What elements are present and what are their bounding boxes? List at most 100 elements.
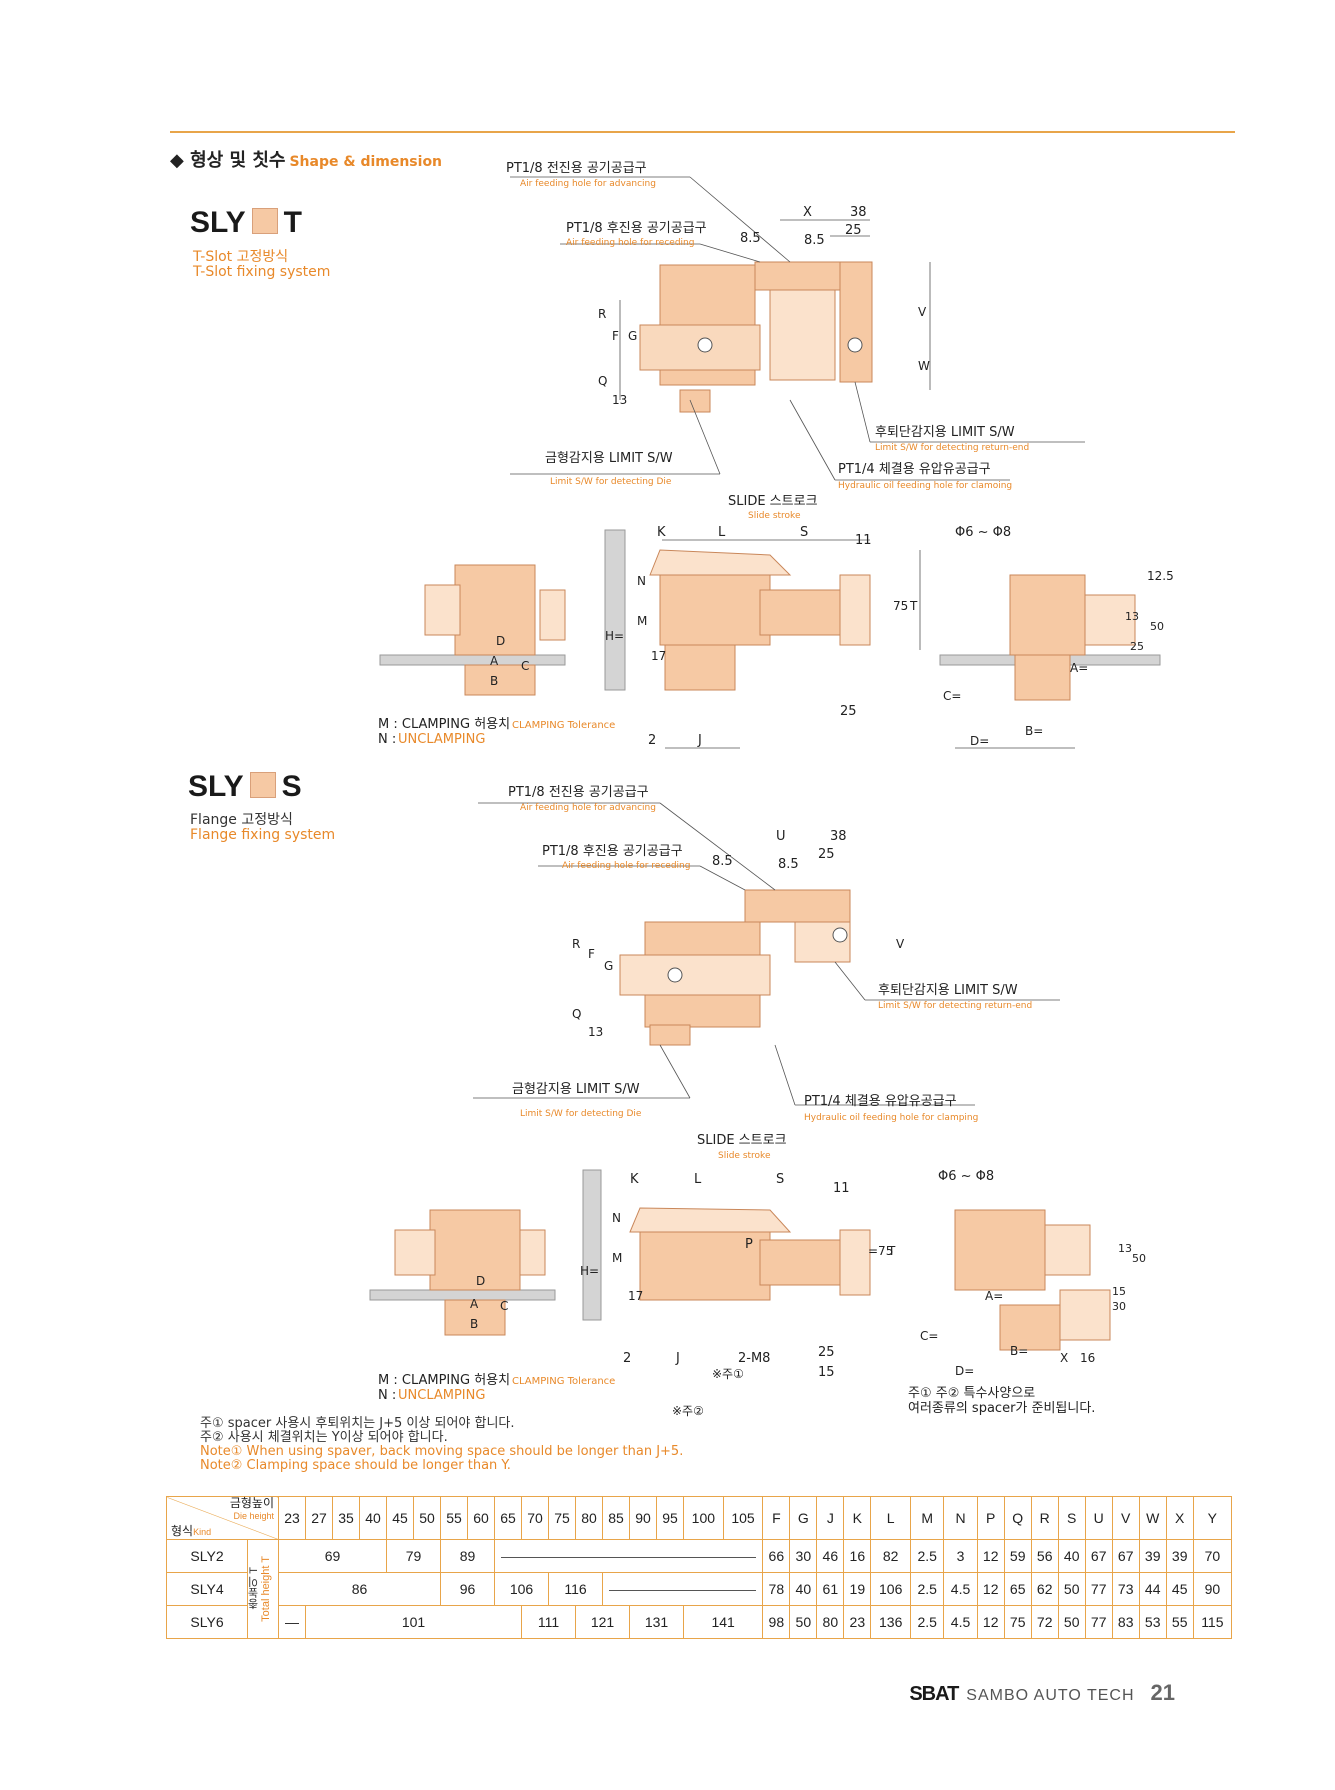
dim-header: R xyxy=(1030,1496,1059,1540)
dim-b-eq: B= xyxy=(1025,724,1043,738)
total-height-cell: 111 xyxy=(521,1605,576,1639)
callout-slide-ko: SLIDE 스트로크 xyxy=(728,494,818,509)
callout-adv-en: Air feeding hole for advancing xyxy=(520,179,656,189)
model-t-label-ko: T-Slot 고정방식 xyxy=(193,249,289,265)
drawing-t-top-leaders xyxy=(510,176,1085,481)
dim-m: M xyxy=(637,614,647,628)
dim-25d: 25 xyxy=(1130,640,1144,653)
callout-hyd-en: Hydraulic oil feeding hole for clamoing xyxy=(838,481,1012,491)
dim-cell: 61 xyxy=(816,1572,845,1606)
square-icon xyxy=(251,208,278,234)
die-height-header: 75 xyxy=(548,1496,576,1540)
s-dim-x: X xyxy=(1060,1351,1068,1365)
total-height-cell: 131 xyxy=(629,1605,684,1639)
dim-8-5: 8.5 xyxy=(740,231,761,246)
dim-header: U xyxy=(1084,1496,1113,1540)
s-dim-s: S xyxy=(776,1172,784,1187)
die-height-header: 70 xyxy=(521,1496,549,1540)
drawing-s-left xyxy=(369,1209,556,1336)
dim-header: F xyxy=(762,1496,791,1540)
dim-cell: 136 xyxy=(870,1605,912,1639)
drawing-t-mid xyxy=(604,529,871,691)
dim-header: N xyxy=(943,1496,978,1540)
s-legend-n: N : xyxy=(378,1388,396,1403)
dim-cell: 19 xyxy=(843,1572,872,1606)
legend-m: M : CLAMPING 허용치 xyxy=(378,717,510,732)
s-dim-25c: 25 xyxy=(818,1345,835,1360)
s-callout-hyd-en: Hydraulic oil feeding hole for clamping xyxy=(804,1113,978,1123)
die-height-header: 55 xyxy=(440,1496,468,1540)
dim-cell: 77 xyxy=(1084,1572,1113,1606)
s-dim-phi: Φ6 ~ Φ8 xyxy=(938,1169,994,1184)
s-dim-50: 50 xyxy=(1132,1252,1146,1265)
dim-cell: 53 xyxy=(1138,1605,1167,1639)
dim-d: D xyxy=(496,634,505,648)
total-height-cell: 106 xyxy=(494,1572,549,1606)
dim-13b: 13 xyxy=(1125,610,1139,623)
die-height-header: 27 xyxy=(305,1496,333,1540)
s-dim-eq75: =75 xyxy=(868,1244,893,1258)
dim-cell: 39 xyxy=(1165,1539,1194,1573)
s-callout-hyd-ko: PT1/4 체결용 유압유공급구 xyxy=(804,1094,957,1109)
dim-cell: 62 xyxy=(1030,1572,1059,1606)
dim-cell: 50 xyxy=(789,1605,818,1639)
dim-cell: 115 xyxy=(1192,1605,1233,1639)
s-dim-11: 11 xyxy=(833,1181,850,1196)
dim-cell: 98 xyxy=(762,1605,791,1639)
dim-cell: 75 xyxy=(1003,1605,1032,1639)
model-t-label-en: T-Slot fixing system xyxy=(193,264,331,280)
dim-cell: 78 xyxy=(762,1572,791,1606)
s-dim-16: 16 xyxy=(1080,1351,1095,1365)
drawing-s-right xyxy=(954,1209,1111,1351)
dim-8-5b: 8.5 xyxy=(804,233,825,248)
die-height-header: 60 xyxy=(467,1496,495,1540)
s-legend-m: M : CLAMPING 허용치 xyxy=(378,1373,510,1388)
dim-a-eq: A= xyxy=(1070,661,1088,675)
die-height-header: 100 xyxy=(683,1496,724,1540)
s-dim-v: V xyxy=(896,937,905,951)
dim-2: 2 xyxy=(648,733,656,748)
dim-phi: Φ6 ~ Φ8 xyxy=(955,525,1011,540)
callout-die-ko: 금형감지용 LIMIT S/W xyxy=(545,451,673,466)
callout-ret-ko: 후퇴단감지용 LIMIT S/W xyxy=(875,425,1015,440)
dim-header: V xyxy=(1111,1496,1140,1540)
dim-r: R xyxy=(598,307,606,321)
legend-m-en: CLAMPING Tolerance xyxy=(512,720,615,731)
s-dim-q: Q xyxy=(572,1007,581,1021)
dim-75: 75 xyxy=(893,599,908,613)
total-height-cell: 79 xyxy=(386,1539,441,1573)
dim-cell: 82 xyxy=(870,1539,912,1573)
s-dim-n: N xyxy=(612,1211,621,1225)
s-dim-d-eq: D= xyxy=(955,1364,974,1378)
dim-l: L xyxy=(718,525,726,540)
dim-50: 50 xyxy=(1150,620,1164,633)
spacer-note-2: 여러종류의 spacer가 준비됩니다. xyxy=(908,1401,1095,1416)
s-dim-c-eq: C= xyxy=(920,1329,938,1343)
dim-header: Y xyxy=(1192,1496,1233,1540)
s-dim-j: J xyxy=(675,1351,680,1366)
spacer-note-1: 주① 주② 특수사양으로 xyxy=(908,1386,1035,1401)
callout-hyd-ko: PT1/4 체결용 유압유공급구 xyxy=(838,462,991,477)
dim-cell: 2.5 xyxy=(910,1539,945,1573)
dim-11: 11 xyxy=(855,533,872,548)
die-height-header: 65 xyxy=(494,1496,522,1540)
callout-rec-en: Air feeding hole for receding xyxy=(566,238,694,248)
callout-rec-ko: PT1/8 후진용 공기공급구 xyxy=(566,221,707,236)
total-height-cell: 116 xyxy=(548,1572,603,1606)
s-dim-b: B xyxy=(470,1317,478,1331)
dim-header: M xyxy=(910,1496,945,1540)
dim-s: S xyxy=(800,525,808,540)
total-height-cell: 69 xyxy=(278,1539,387,1573)
die-height-header: 50 xyxy=(413,1496,441,1540)
model-s-label-ko: Flange 고정방식 xyxy=(190,812,293,828)
s-dim-30: 30 xyxy=(1112,1300,1126,1313)
total-height-cell xyxy=(601,1572,764,1606)
dim-cell: 70 xyxy=(1192,1539,1233,1573)
s-callout-adv-en: Air feeding hole for advancing xyxy=(520,803,656,813)
